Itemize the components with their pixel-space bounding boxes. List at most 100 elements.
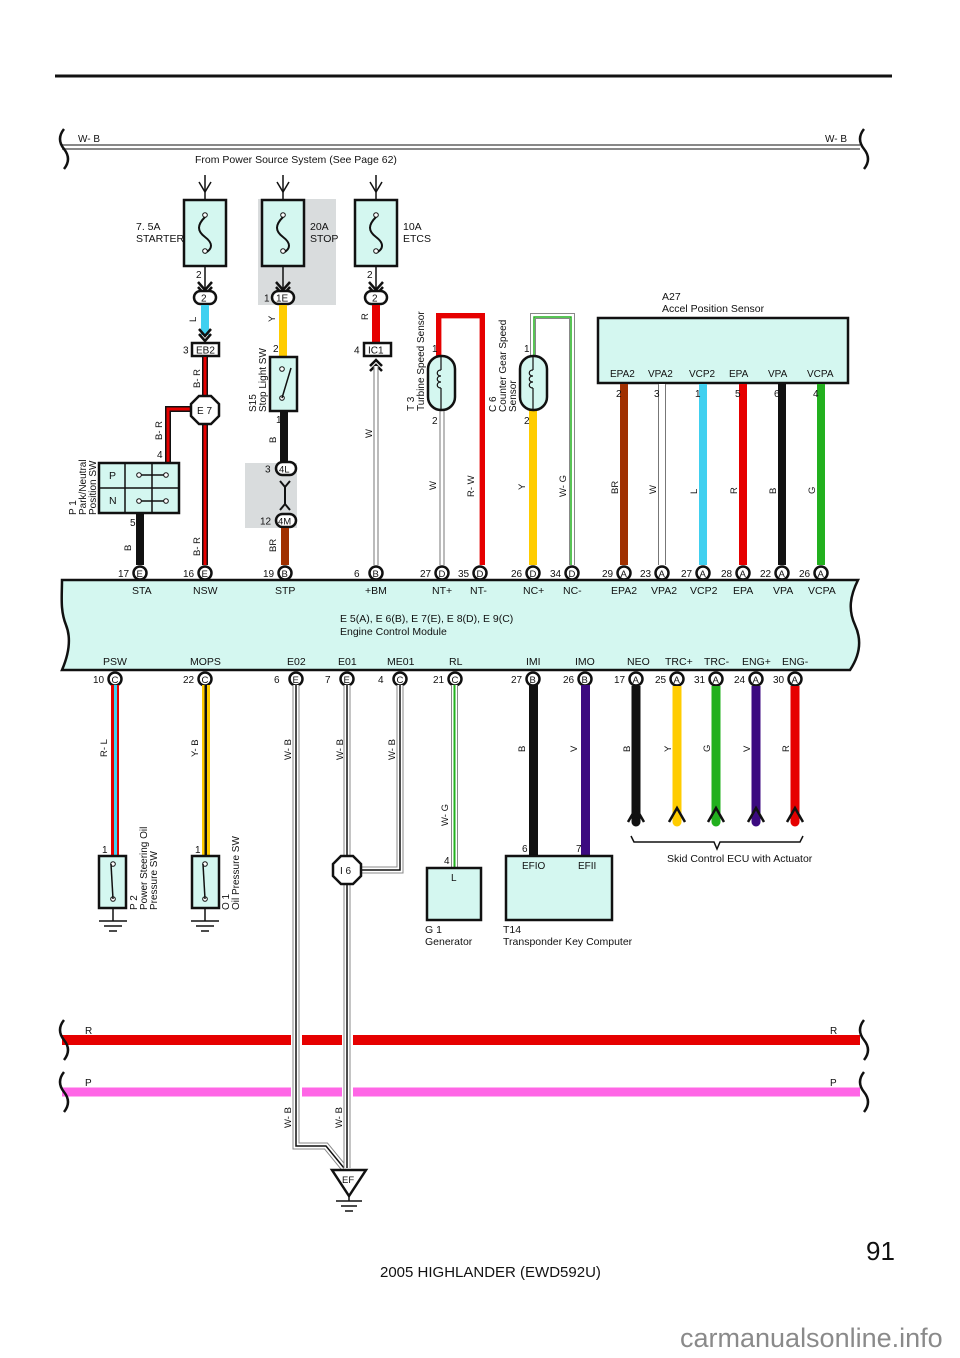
diagram-label: 6 [522,844,528,855]
pin-number: 34 [550,569,562,580]
a27-pin-label: VPA2 [648,369,673,380]
diagram-label: 4L [279,465,290,476]
a27-wire-epa2 [620,384,628,565]
wire-L-starter [201,305,209,335]
connector-letter: D [439,569,446,580]
pin-number: 26 [799,569,811,580]
diagram-label: C 6 [488,396,499,412]
pin-number: 26 [511,569,523,580]
connector-letter: A [753,675,760,686]
skid-ecu-label: Skid Control ECU with Actuator [667,853,813,865]
o1-oil-pressure-sw: 1 O 1 Oil Pressure SW [190,836,242,932]
connector-letter: D [530,569,537,580]
a27-pin-number: 1 [695,389,701,400]
wire-B-sta [136,513,144,565]
connector-letter: A [713,675,720,686]
a27-wire-color-label: BR [610,481,621,494]
diagram-label: R [85,1026,92,1037]
t3-turbine-speed-sensor: 1 2 T 3 Turbine Speed Sensor [406,311,485,565]
wire-W-B-e02 [292,685,347,1171]
pin-number: 24 [734,675,746,686]
diagram-label: 2 [196,270,202,281]
diagram-label: Oil Pressure SW [231,836,242,910]
pin-label: ME01 [387,656,415,668]
diagram-label: I 6 [340,866,352,877]
ecm-top-pin-bm: B6+BM [354,565,387,597]
pin-number: 31 [694,675,706,686]
wire-B-stop-sw [280,411,288,463]
pin-label: NT- [470,585,487,597]
connector-letter: E [202,569,208,580]
footer-model: 2005 HIGHLANDER (EWD592U) [380,1264,601,1281]
diagram-label: L [451,873,457,884]
pin-label: PSW [103,656,127,668]
diagram-label: 2 [524,416,530,427]
diagram-label: T14 [503,924,521,936]
page-number: 91 [866,1236,895,1266]
wire-Y-B-mops [202,685,210,857]
diagram-label: STARTER [136,233,184,245]
skid-wire-trc: Y [663,686,687,827]
a27-wire-color-label: L [689,489,700,494]
bus-label-right: W- B [825,134,847,145]
c6-counter-gear-speed-sensor: 1 2 C 6 Counter Gear Speed Sensor [488,313,575,565]
diagram-label: B [268,437,279,443]
diagram-label: 4 [354,346,360,357]
pin-number: 28 [721,569,733,580]
a27-pin-label: VCPA [807,369,834,380]
a27-wire-color-label: R [729,487,740,494]
diagram-label: B [517,746,528,752]
diagram-label: ETCS [403,233,431,245]
pin-number: 17 [614,675,626,686]
pin-label: NT+ [432,585,452,597]
diagram-label: 3 [265,465,271,476]
connector-letter: A [700,569,707,580]
diagram-label: R [360,313,371,320]
wire-B-imi [529,685,538,857]
connector-ic1: IC1 4 [354,341,393,358]
diagram-label: P 1 [68,500,79,515]
diagram-label: P 2 [129,895,140,910]
ecm-bottom-pin-group: PSWC10MOPSC22E02E6E01E7ME01C4RLC21IMIB27… [93,656,809,687]
connector-4l: 4L 3 [265,460,298,477]
skid-wire-trc: G [702,686,726,827]
diagram-label: Turbine Speed Sensor [416,311,427,411]
watermark: carmanualsonline.info [680,1323,943,1353]
wire-BR-stp [281,528,289,565]
pin-number: 26 [563,675,575,686]
diagram-label: E 7 [197,406,212,417]
pin-label: EPA [733,585,753,597]
a27-pin-label: EPA2 [610,369,635,380]
pin-label: TRC- [704,656,730,668]
connector-letter: C [452,675,459,686]
a27-wire-vcpa [817,384,825,565]
diagram-label: O 1 [221,893,232,910]
connector-letter: D [477,569,484,580]
wire-W-G-rl [451,685,458,868]
diagram-label: V [569,745,580,752]
diagram-label: W- B [387,739,398,760]
connector-letter: C [397,675,404,686]
wire-color-label: R [781,745,792,752]
diagram-label: G 1 [425,924,442,936]
diagram-label: 2 [201,294,207,305]
ecm-bottom-pin-eng: ENG-A30 [773,656,809,687]
pin-number: 7 [325,675,331,686]
junction-i6: I 6 [331,854,363,886]
wire-color-label: B [622,746,633,752]
connector-letter: E [344,675,350,686]
skid-brace [630,835,804,851]
pin-label: EPA2 [611,585,637,597]
diagram-label: B- R [192,369,203,388]
pin-label: E02 [287,656,306,668]
a27-pin-number: 4 [813,389,819,400]
connector-letter: B [582,675,588,686]
connector-etcs-out: 2 [363,281,389,306]
